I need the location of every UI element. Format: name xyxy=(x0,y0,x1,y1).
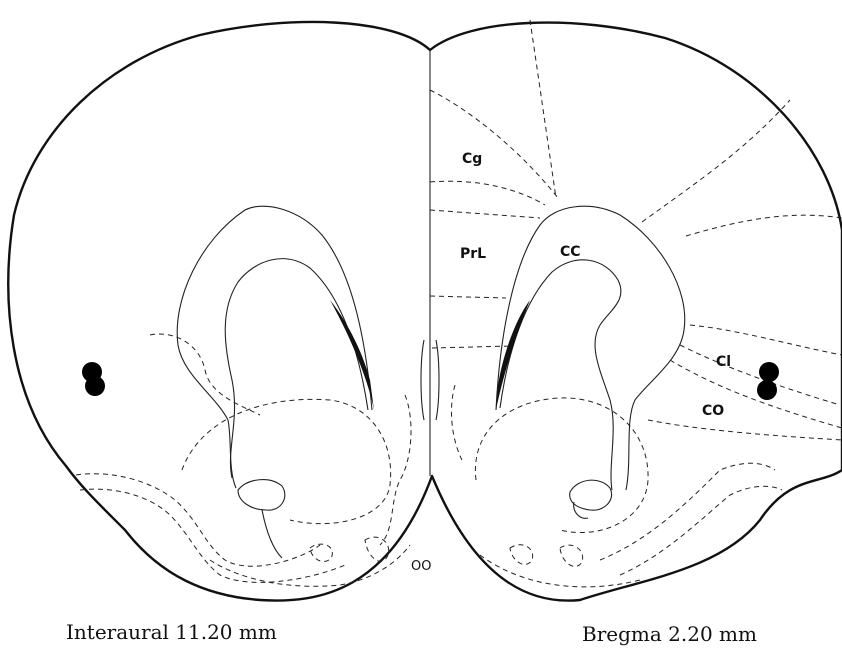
bregma-caption: Bregma 2.20 mm xyxy=(582,622,757,650)
label-prl: PrL xyxy=(460,246,486,262)
left-island-1 xyxy=(310,544,332,561)
left-striatum-boundary xyxy=(182,399,391,523)
right-cortex-boundary-7 xyxy=(686,215,842,236)
right-anterior-commissure xyxy=(570,480,612,510)
left-ventral-boundary-inner xyxy=(80,489,345,582)
injection-site-right-1 xyxy=(759,362,779,382)
right-cortex-boundary-5 xyxy=(430,210,540,218)
right-orbital-boundary xyxy=(648,420,842,440)
brain-outline xyxy=(8,22,842,601)
midline-gap-right xyxy=(436,340,439,420)
right-cortex-boundary-1 xyxy=(530,20,556,198)
injection-site-right-2 xyxy=(757,380,777,400)
right-claustrum-boundary xyxy=(690,325,842,355)
right-island-2 xyxy=(560,545,583,566)
right-cortex-boundary-6 xyxy=(642,100,790,222)
right-cortex-boundary-8 xyxy=(432,346,512,348)
right-cortex-boundary-2 xyxy=(430,181,545,205)
interaural-caption: Interaural 11.20 mm xyxy=(66,620,277,650)
right-corpus-callosum-outer xyxy=(496,206,685,490)
left-tract xyxy=(262,510,282,558)
right-claustrum-boundary-3 xyxy=(670,360,842,428)
right-medial-boundary xyxy=(451,385,462,460)
left-anterior-commissure xyxy=(238,480,285,511)
left-claustrum-region xyxy=(150,334,260,415)
label-co: CO xyxy=(702,403,724,419)
label-oo: OO xyxy=(411,559,431,574)
right-island-1 xyxy=(510,545,533,565)
midline-gap-left xyxy=(421,340,424,420)
injection-site-left-2 xyxy=(85,376,105,396)
right-striatum-boundary xyxy=(475,398,648,533)
right-cortex-boundary-4 xyxy=(430,296,506,298)
left-ventricle xyxy=(330,300,374,410)
right-ventral-boundary xyxy=(600,463,775,560)
label-cg: Cg xyxy=(462,151,482,167)
left-corpus-callosum-inner xyxy=(225,259,368,478)
label-cc: CC xyxy=(560,244,581,260)
label-cl: Cl xyxy=(716,354,731,370)
right-cortex-boundary-3 xyxy=(430,90,558,198)
right-olfactory-region xyxy=(480,555,640,587)
left-corpus-callosum-outer xyxy=(177,206,372,488)
right-tract xyxy=(574,502,588,518)
right-corpus-callosum-inner xyxy=(500,260,621,490)
left-medial-boundary xyxy=(380,395,411,545)
